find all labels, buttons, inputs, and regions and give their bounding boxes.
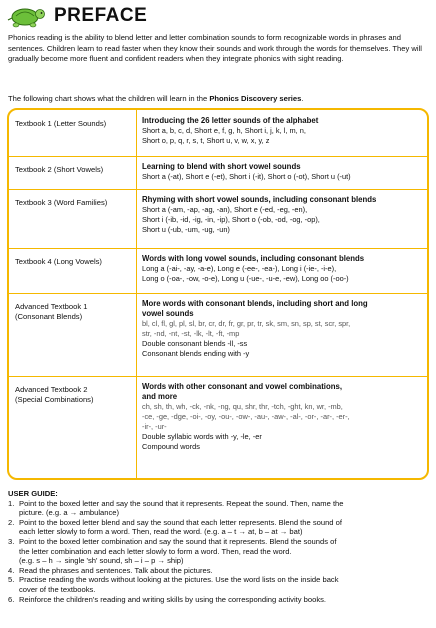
user-guide: USER GUIDE: 1. Point to the boxed letter…: [8, 489, 432, 604]
row-label: Advanced Textbook 1 (Consonant Blends): [9, 293, 137, 376]
curriculum-chart: Textbook 1 (Letter Sounds) Introducing t…: [7, 108, 429, 480]
row-content: Learning to blend with short vowel sound…: [142, 162, 351, 181]
row-content: Rhyming with short vowel sounds, includi…: [142, 195, 377, 234]
page-header: PREFACE: [6, 3, 147, 29]
chart-row: Textbook 4 (Long Vowels) Words with long…: [9, 248, 427, 294]
row-label: Textbook 3 (Word Families): [9, 189, 137, 248]
user-guide-title: USER GUIDE:: [8, 489, 58, 498]
intro-paragraph: Phonics reading is the ability to blend …: [8, 33, 422, 64]
row-content: Introducing the 26 letter sounds of the …: [142, 116, 319, 145]
chart-row: Advanced Textbook 2 (Special Combination…: [9, 376, 427, 478]
row-content: Words with other consonant and vowel com…: [142, 382, 350, 451]
list-item: 4. Read the phrases and sentences. Talk …: [8, 565, 213, 575]
list-item: 1. Point to the boxed letter and say the…: [8, 498, 344, 518]
chart-row: Advanced Textbook 1 (Consonant Blends) M…: [9, 293, 427, 377]
row-label: Textbook 1 (Letter Sounds): [9, 110, 137, 156]
page-title: PREFACE: [54, 5, 148, 26]
list-item: 5. Practise reading the words without lo…: [8, 575, 339, 594]
chart-row: Textbook 3 (Word Families) Rhyming with …: [9, 189, 427, 249]
list-item: 2. Point to the boxed letter blend and s…: [8, 517, 342, 537]
series-name: Phonics Discovery series: [209, 94, 302, 103]
row-content: Words with long vowel sounds, including …: [142, 254, 365, 283]
chart-row: Textbook 2 (Short Vowels) Learning to bl…: [9, 156, 427, 190]
chart-lead-text: The following chart shows what the child…: [8, 94, 304, 103]
list-item: 3. Point to the boxed letter combination…: [8, 536, 337, 566]
row-label: Textbook 4 (Long Vowels): [9, 248, 137, 293]
row-content: More words with consonant blends, includ…: [142, 299, 368, 358]
list-item: 6. Reinforce the children's reading and …: [8, 594, 327, 604]
chart-row: Textbook 1 (Letter Sounds) Introducing t…: [9, 110, 427, 157]
row-label: Advanced Textbook 2 (Special Combination…: [9, 376, 137, 478]
turtle-icon: [7, 8, 45, 28]
row-label: Textbook 2 (Short Vowels): [9, 156, 137, 189]
